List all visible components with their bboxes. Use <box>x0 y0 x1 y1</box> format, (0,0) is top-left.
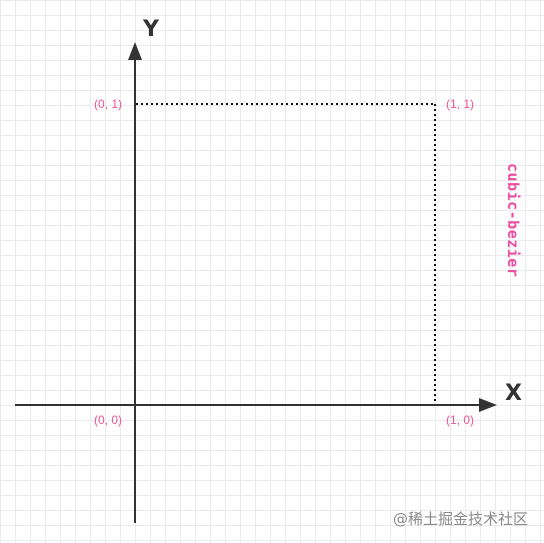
x-axis-arrow <box>479 398 497 412</box>
y-axis-arrow <box>128 42 142 60</box>
x-axis-label: X <box>505 381 522 406</box>
cubic-bezier-label: cubic-bezier <box>504 163 522 278</box>
y-axis-label: Y <box>143 17 159 42</box>
coordinate-origin: (0, 0) <box>94 413 123 427</box>
watermark: @稀土掘金技术社区 <box>392 510 528 528</box>
coordinate-top-left: (0, 1) <box>94 97 123 111</box>
coordinate-top-right: (1, 1) <box>446 97 475 111</box>
coordinate-bottom-right: (1, 0) <box>446 413 475 427</box>
